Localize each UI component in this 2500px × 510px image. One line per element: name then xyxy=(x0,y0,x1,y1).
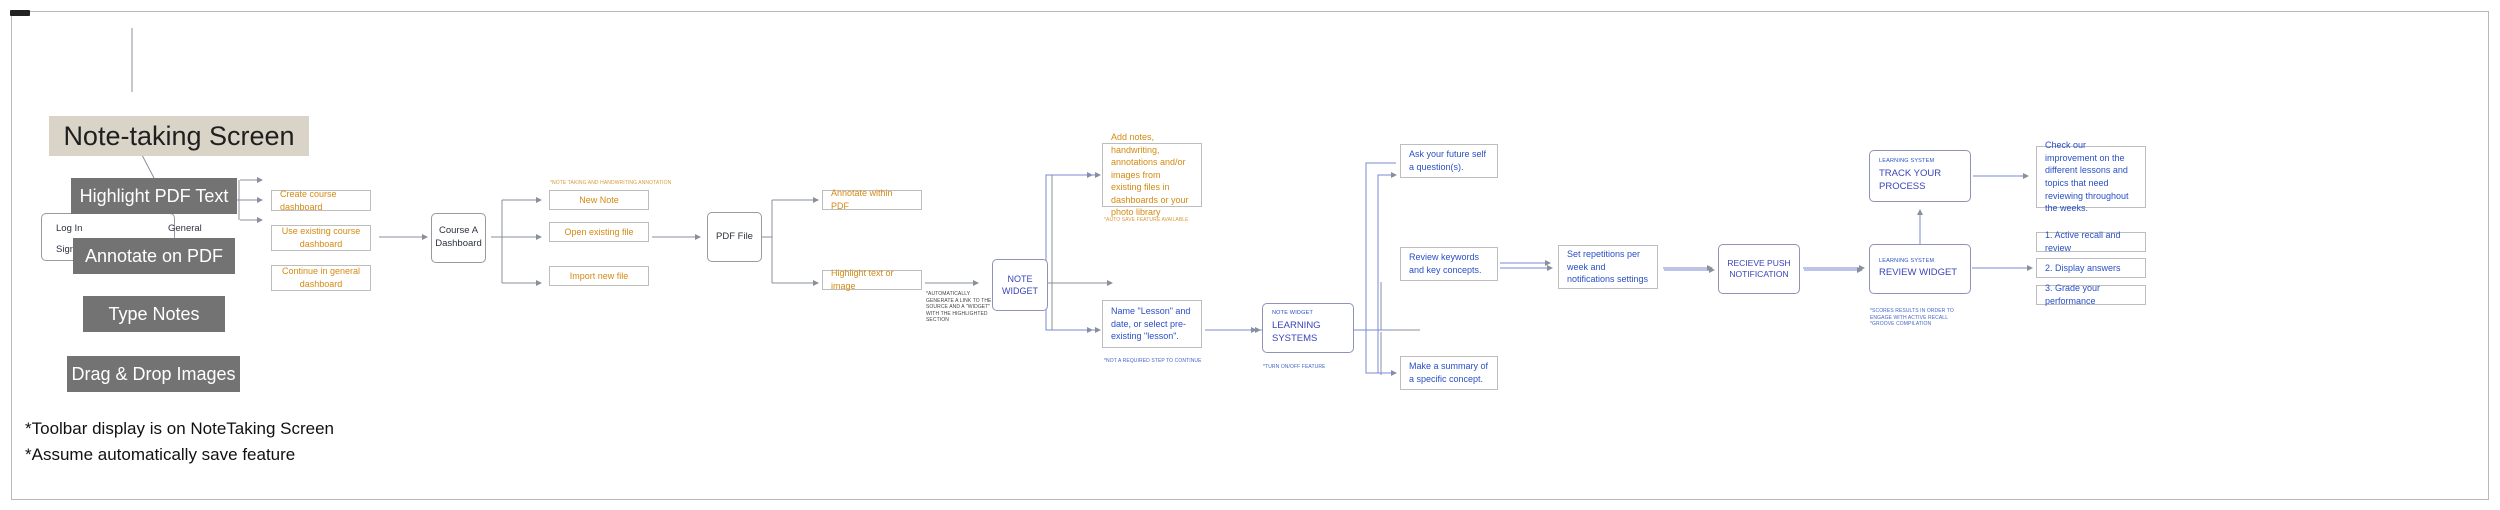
option-existing-dashboard[interactable]: Use existing course dashboard xyxy=(271,225,371,251)
tool-type-notes[interactable]: Type Notes xyxy=(83,296,225,332)
set-repetitions[interactable]: Set repetitions per week and notificatio… xyxy=(1558,245,1658,289)
note-autosave: *Assume automatically save feature xyxy=(25,445,296,464)
widget-add-notes[interactable]: Add notes, handwriting, annotations and/… xyxy=(1102,132,1202,217)
learning-systems-box[interactable]: NOTE WIDGET LEARNING SYSTEMS xyxy=(1262,303,1354,353)
login-label[interactable]: Log In xyxy=(56,223,83,234)
option-general-dashboard[interactable]: Continue in general dashboard xyxy=(271,265,371,291)
review-widget-box[interactable]: LEARNING SYSTEM REVIEW WIDGET xyxy=(1869,244,1971,294)
track-process-title: TRACK YOUR PROCESS xyxy=(1879,167,1942,192)
course-a-dashboard[interactable]: Course A Dashboard xyxy=(431,213,486,263)
option-review-keywords[interactable]: Review keywords and key concepts. xyxy=(1400,247,1498,281)
action-highlight-text[interactable]: Highlight text or image xyxy=(822,268,922,291)
option-import-file[interactable]: Import new file xyxy=(549,266,649,286)
option-ask-question[interactable]: Ask your future self a question(s). xyxy=(1400,144,1498,178)
push-notification-box[interactable]: RECIEVE PUSH NOTIFICATION xyxy=(1718,244,1800,294)
review-step-2: 2. Display answers xyxy=(2036,258,2146,278)
note-toolbar: *Toolbar display is on NoteTaking Screen xyxy=(25,419,335,438)
widget-name-lesson[interactable]: Name "Lesson" and date, or select pre-ex… xyxy=(1102,300,1202,348)
track-process-box[interactable]: LEARNING SYSTEM TRACK YOUR PROCESS xyxy=(1869,150,1971,202)
option-open-file[interactable]: Open existing file xyxy=(549,222,649,242)
note-widget-box[interactable]: NOTE WIDGET xyxy=(992,259,1048,311)
action-annotate-pdf[interactable]: Annotate within PDF xyxy=(822,188,922,211)
learning-systems-title: LEARNING SYSTEMS xyxy=(1272,319,1321,344)
tool-highlight-pdf[interactable]: Highlight PDF Text xyxy=(71,178,237,214)
review-widget-sub: LEARNING SYSTEM xyxy=(1879,257,1935,264)
option-create-dashboard[interactable]: Create course dashboard xyxy=(271,189,371,212)
note-taking-hint: *NOTE TAKING AND HANDWRITING ANNOTATION xyxy=(550,180,672,186)
track-result: Check our improvement on the different l… xyxy=(2036,140,2146,213)
turn-on-off-hint: *TURN ON/OFF FEATURE xyxy=(1263,364,1326,370)
review-widget-hint: *SCORES RESULTS IN ORDER TO ENGAGE WITH … xyxy=(1870,308,1954,327)
signup-label[interactable]: Sign xyxy=(56,244,76,255)
option-new-note[interactable]: New Note xyxy=(549,190,649,210)
review-step-1: 1. Active recall and review xyxy=(2036,230,2146,253)
tool-annotate-pdf[interactable]: Annotate on PDF xyxy=(73,238,235,274)
general-label[interactable]: General xyxy=(168,223,202,234)
track-process-sub: LEARNING SYSTEM xyxy=(1879,158,1935,165)
review-step-3: 3. Grade your performance xyxy=(2036,283,2146,306)
not-required-hint: *NOT A REQUIRED STEP TO CONTINUE xyxy=(1104,358,1202,364)
learning-systems-sub: NOTE WIDGET xyxy=(1272,310,1314,317)
frame-tag xyxy=(10,10,30,16)
note-taking-screen-title: Note-taking Screen xyxy=(49,116,309,156)
highlight-hint: *AUTOMATICALLY GENERATE A LINK TO THE SO… xyxy=(926,291,992,323)
option-make-summary[interactable]: Make a summary of a specific concept. xyxy=(1400,356,1498,390)
review-widget-title: REVIEW WIDGET xyxy=(1879,267,1958,279)
canvas-frame xyxy=(11,11,2489,500)
pdf-file[interactable]: PDF File xyxy=(707,212,762,262)
tool-drag-drop-images[interactable]: Drag & Drop Images xyxy=(67,356,240,392)
autosave-hint: *AUTO SAVE FEATURE AVAILABLE xyxy=(1104,217,1189,223)
